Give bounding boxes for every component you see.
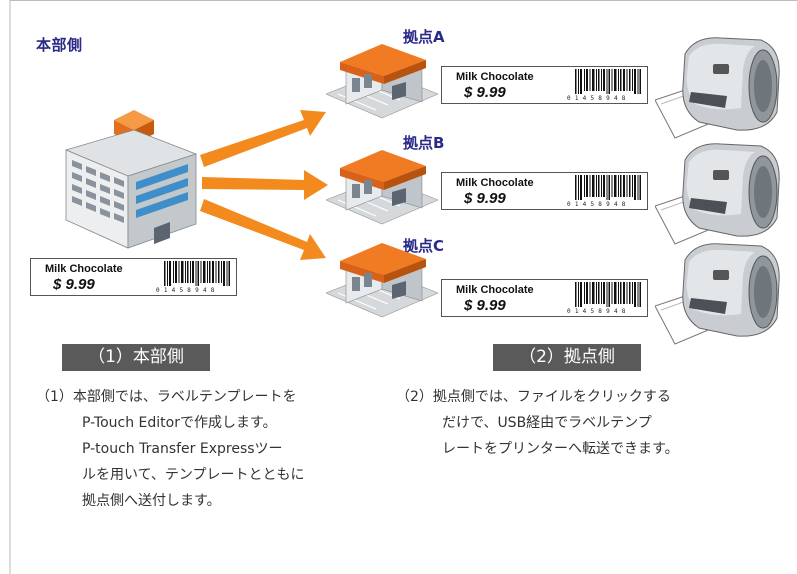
- hq-description-line: P-Touch Editorで作成します。: [82, 415, 277, 431]
- site-b-title: 拠点B: [403, 134, 445, 152]
- hq-title: 本部側: [36, 36, 83, 54]
- barcode-icon: [164, 261, 230, 286]
- label-product-name: Milk Chocolate: [456, 284, 534, 296]
- site-description-line: （2）拠点側では、ファイルをクリックする: [396, 389, 671, 405]
- label-price: $ 9.99: [464, 84, 506, 101]
- site-c-label-card: Milk Chocolate $ 9.99 0 1 4 5 8 9 4 8: [441, 279, 648, 317]
- barcode-icon: [575, 175, 641, 200]
- site-a-label-card: Milk Chocolate $ 9.99 0 1 4 5 8 9 4 8: [441, 66, 648, 104]
- label-price: $ 9.99: [53, 276, 95, 293]
- label-product-name: Milk Chocolate: [456, 71, 534, 83]
- site-description: （2）拠点側では、ファイルをクリックする だけで、USB経由でラベルテンプ レー…: [396, 384, 786, 462]
- site-description-line: だけで、USB経由でラベルテンプ: [442, 415, 652, 431]
- label-product-name: Milk Chocolate: [456, 177, 534, 189]
- hq-section-header: （1）本部側: [62, 344, 210, 371]
- hq-description-line: ルを用いて、テンプレートとともに: [82, 467, 305, 483]
- hq-description-line: （1）本部側では、ラベルテンプレートを: [36, 389, 297, 405]
- site-b-store-icon: [326, 150, 438, 225]
- distribution-arrows: [200, 110, 328, 260]
- barcode-icon: [575, 69, 641, 94]
- site-section-header: （2）拠点側: [493, 344, 641, 371]
- barcode-digits: 0 1 4 5 8 9 4 8: [567, 95, 626, 102]
- label-product-name: Milk Chocolate: [45, 263, 123, 275]
- site-a-store-icon: [326, 44, 438, 119]
- site-c-printer-icon: [655, 243, 780, 345]
- site-c-title: 拠点C: [403, 237, 445, 255]
- label-price: $ 9.99: [464, 190, 506, 207]
- barcode-digits: 0 1 4 5 8 9 4 8: [567, 308, 626, 315]
- site-a-printer-icon: [655, 37, 780, 139]
- arrow-to-site-b-icon: [202, 170, 328, 200]
- hq-description-line: 拠点側へ送付します。: [82, 493, 221, 509]
- barcode-icon: [575, 282, 641, 307]
- label-price: $ 9.99: [464, 297, 506, 314]
- hq-description: （1）本部側では、ラベルテンプレートを P-Touch Editorで作成します…: [36, 384, 386, 514]
- arrow-to-site-a-icon: [200, 110, 326, 167]
- site-b-printer-icon: [655, 143, 780, 245]
- hq-building-icon: [64, 110, 198, 249]
- site-b-label-card: Milk Chocolate $ 9.99 0 1 4 5 8 9 4 8: [441, 172, 648, 210]
- hq-description-line: P-touch Transfer Expressツー: [82, 441, 283, 457]
- site-a-title: 拠点A: [403, 28, 445, 46]
- barcode-digits: 0 1 4 5 8 9 4 8: [567, 201, 626, 208]
- barcode-digits: 0 1 4 5 8 9 4 8: [156, 287, 215, 294]
- site-description-line: レートをプリンターへ転送できます。: [442, 441, 679, 457]
- hq-label-card: Milk Chocolate $ 9.99 0 1 4 5 8 9 4 8: [30, 258, 237, 296]
- arrow-to-site-c-icon: [200, 199, 326, 260]
- site-c-store-icon: [326, 243, 438, 318]
